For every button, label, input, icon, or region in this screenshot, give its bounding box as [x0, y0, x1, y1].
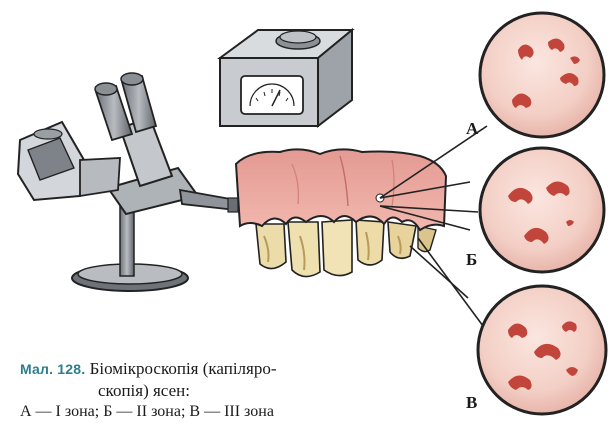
- magnified-field-b: [478, 146, 606, 274]
- caption-line-1: Мал. 128. Біомікроскопія (капіляро-: [20, 358, 380, 380]
- figure-caption: Мал. 128. Біомікроскопія (капіляро- скоп…: [20, 358, 380, 422]
- microscope-stand: [71, 195, 189, 292]
- zone-label-a: А: [466, 119, 479, 138]
- capillaries-c: [508, 321, 578, 390]
- magnified-field-a: [478, 11, 606, 139]
- microscope: [16, 72, 239, 292]
- capillaries-a: [512, 38, 580, 108]
- teeth: [255, 219, 437, 278]
- caption-title-part-1: Біомікроскопія (капіляро-: [89, 359, 277, 378]
- caption-zones: А — І зона; Б — ІІ зона; В — ІІІ зона: [20, 403, 274, 420]
- figure-number: Мал. 128.: [20, 361, 86, 377]
- gums: [234, 148, 448, 232]
- capillaries-b: [508, 181, 574, 244]
- gums-and-teeth: [234, 148, 448, 278]
- caption-line-2: скопія) ясен:: [98, 381, 190, 400]
- microscope-illuminator: [16, 120, 121, 202]
- gauge-dial: [240, 75, 304, 115]
- pointer-lines: [379, 125, 488, 331]
- zone-label-b: Б: [466, 250, 478, 269]
- light-source-box: [216, 27, 355, 129]
- zone-label-c: В: [466, 393, 478, 412]
- magnified-field-c: [476, 284, 608, 416]
- microscope-eyepieces: [94, 72, 158, 142]
